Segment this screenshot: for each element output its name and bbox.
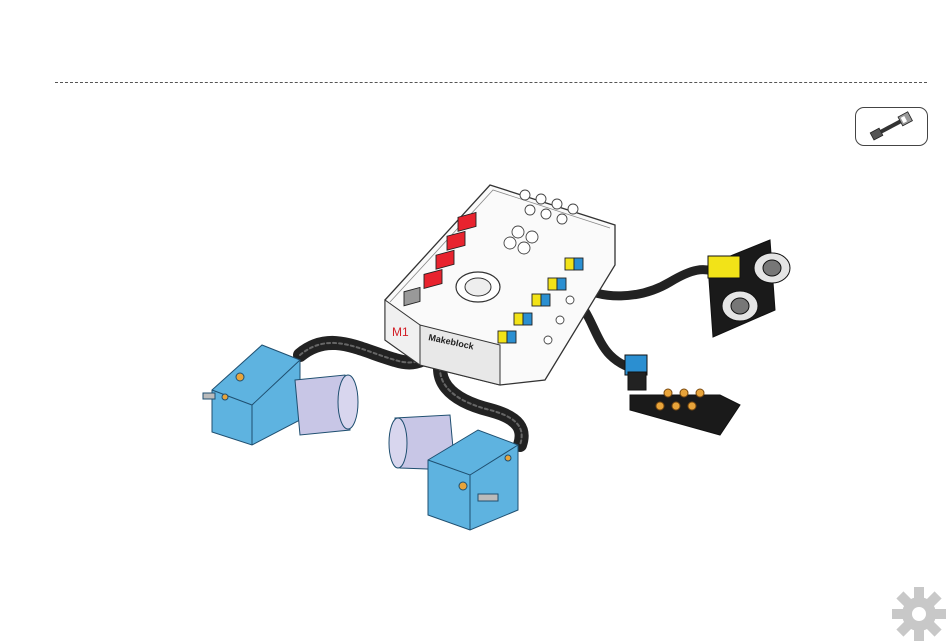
rgb-led-module — [625, 355, 740, 435]
dc-encoder-motor-right — [389, 415, 518, 530]
me-auriga-controller: M1 Makeblock — [385, 185, 615, 385]
gear-icon — [890, 585, 948, 643]
ultrasonic-sensor — [708, 240, 790, 337]
controller-port-label: M1 — [392, 325, 409, 339]
dc-encoder-motor-left — [203, 345, 358, 445]
